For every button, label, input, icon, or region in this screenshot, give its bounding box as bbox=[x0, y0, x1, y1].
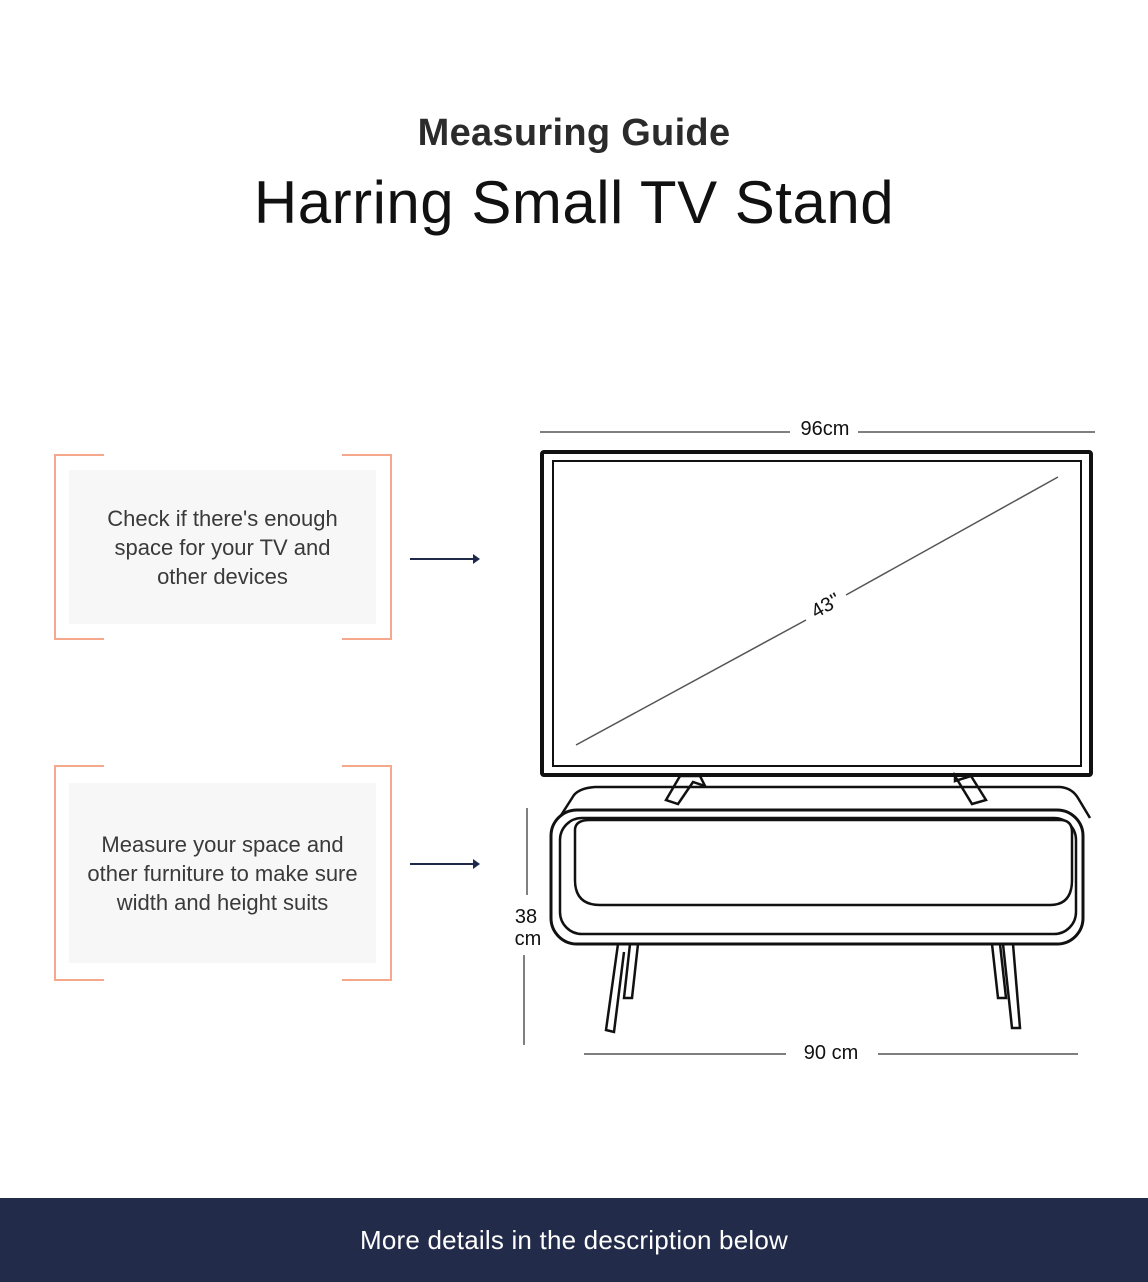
bracket-right bbox=[342, 454, 392, 640]
tv-width-label: 96cm bbox=[795, 418, 855, 441]
callout-measure-space: Measure your space and other furniture t… bbox=[54, 765, 392, 981]
page-title: Harring Small TV Stand bbox=[253, 169, 895, 236]
callout-text: Measure your space and other furniture t… bbox=[87, 831, 358, 915]
arrow-right-icon bbox=[410, 554, 480, 564]
callout-text: Check if there's enough space for your T… bbox=[107, 505, 338, 589]
callout-space-check: Check if there's enough space for your T… bbox=[54, 454, 392, 640]
callout-panel: Check if there's enough space for your T… bbox=[69, 470, 376, 624]
footer-text: More details in the description below bbox=[360, 1224, 788, 1255]
bracket-left bbox=[54, 454, 104, 640]
bracket-left bbox=[54, 765, 104, 981]
stand-height-unit: cm bbox=[508, 928, 548, 950]
callout-panel: Measure your space and other furniture t… bbox=[69, 783, 376, 963]
stand-width-label: 90 cm bbox=[790, 1042, 872, 1065]
stand-height-value: 38 bbox=[508, 906, 544, 928]
guide-eyebrow: Measuring Guide bbox=[417, 112, 731, 154]
arrow-right-icon bbox=[410, 859, 480, 869]
footer-banner: More details in the description below bbox=[0, 1198, 1148, 1282]
bracket-right bbox=[342, 765, 392, 981]
